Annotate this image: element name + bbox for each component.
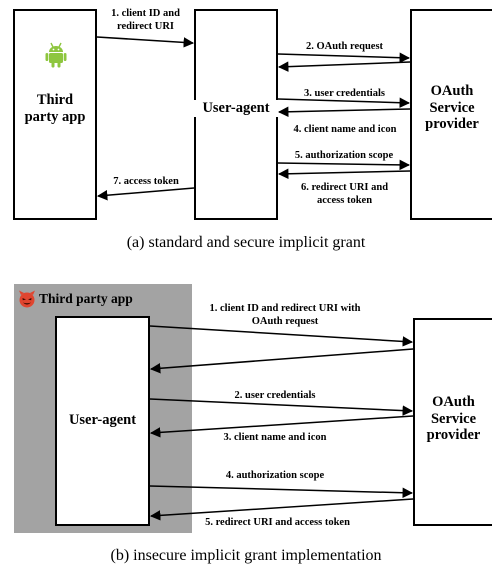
oauth-service-provider-label-a: OAuth Service provider [425, 83, 479, 133]
arrow-step-3-b [149, 415, 414, 438]
arrow-return-1-b [149, 348, 414, 374]
arrow-step-2-b [149, 398, 414, 416]
caption-b: (b) insecure implicit grant implementati… [110, 547, 382, 564]
step-4-label-b: 4. authorization scope [225, 470, 325, 481]
step-1-label-b: 1. client ID and redirect URI with OAuth… [209, 303, 361, 328]
step-3-label-a: 3. user credentials [304, 88, 385, 99]
oauth-service-provider-label-b: OAuth Service provider [426, 394, 481, 444]
step-3-label-b: 3. client name and icon [223, 432, 327, 443]
arrow-step-4-b [149, 485, 414, 498]
step-4-label-a: 4. client name and icon [293, 124, 397, 135]
step-2-label-b: 2. user credentials [234, 390, 316, 401]
step-2-label-a: 2. OAuth request [305, 41, 384, 52]
arrow-step-7-a [96, 187, 195, 201]
arrow-step-2-a [277, 52, 411, 63]
third-party-app-box-a [13, 9, 97, 220]
arrow-step-5-a [277, 159, 411, 171]
arrow-step-3-a [277, 97, 411, 108]
user-agent-box-b [55, 316, 150, 526]
step-6-label-a: 6. redirect URI and access token [300, 182, 389, 207]
caption-a: (a) standard and secure implicit grant [126, 234, 366, 251]
arrow-step-4-a [277, 106, 411, 118]
android-robot-icon [45, 42, 67, 68]
step-1-label-a: 1. client ID and redirect URI [111, 8, 180, 33]
devil-face-icon [19, 290, 35, 308]
step-5-label-a: 5. authorization scope [294, 150, 394, 161]
arrow-step-5-b [149, 498, 414, 521]
step-5-label-b: 5. redirect URI and access token [205, 517, 350, 528]
arrow-step-1-a [96, 36, 195, 48]
user-agent-label-a: User-agent [185, 100, 287, 117]
arrow-return-2-a [277, 61, 411, 72]
user-agent-label-b: User-agent [68, 412, 137, 428]
arrow-step-1-b [149, 325, 414, 347]
arrow-step-6-a [277, 168, 411, 180]
oauth-service-provider-box-a [410, 9, 492, 220]
third-party-app-label-b: Third party app [39, 291, 133, 306]
third-party-app-label-a: Third party app [24, 92, 86, 125]
arrows-a [96, 36, 411, 201]
step-7-label-a: 7. access token [113, 176, 179, 187]
oauth-service-provider-box-b [413, 318, 492, 526]
